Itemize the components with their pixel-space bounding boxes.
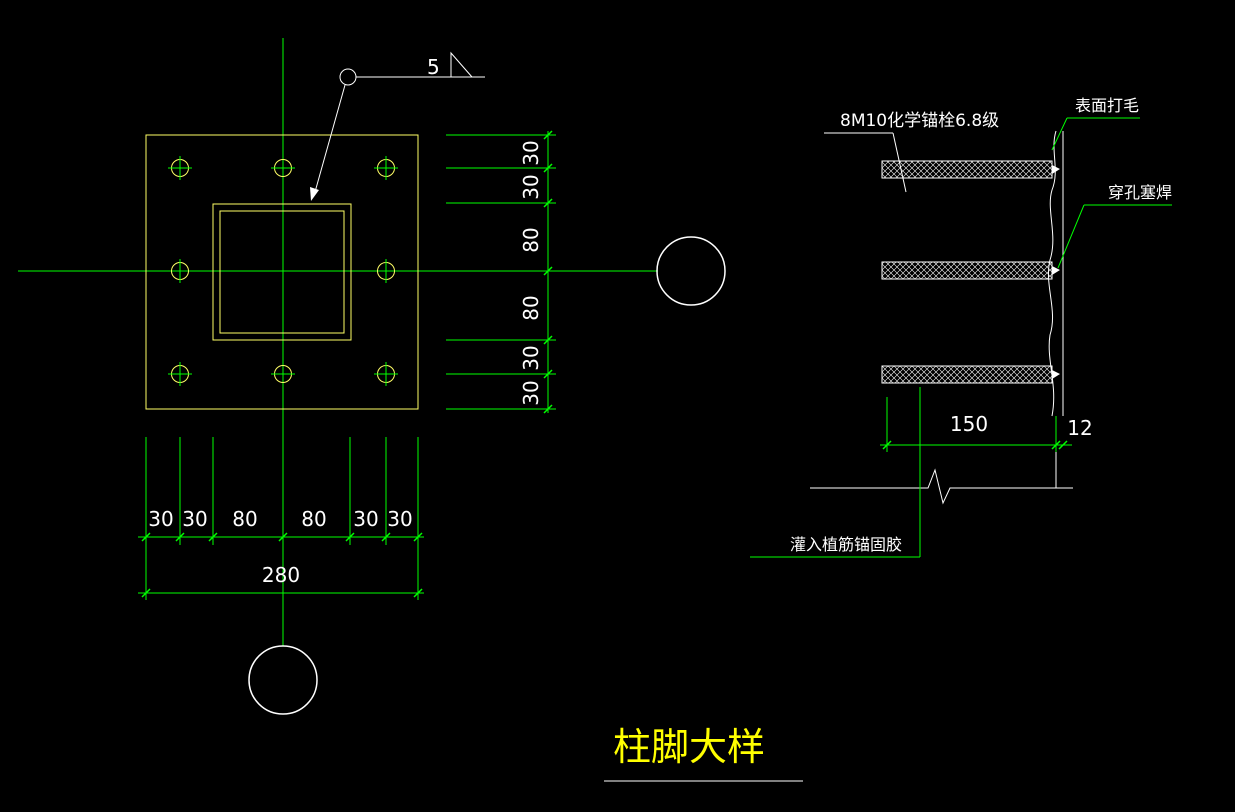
dim-right-4: 80 (519, 295, 543, 320)
right-dimension-chain: 30 30 80 80 30 30 (446, 130, 556, 414)
bolt-hole (168, 156, 192, 180)
bolt-hole (374, 362, 398, 386)
bolt-hole (377, 259, 395, 283)
ground-break-line (810, 468, 1073, 505)
weld-symbol: 5 (310, 51, 485, 201)
dim-right-5: 30 (519, 345, 543, 370)
bolt-hole (271, 365, 295, 383)
dim-right-2: 30 (519, 174, 543, 199)
anchor-glue-label: 灌入植筋锚固胶 (790, 535, 902, 554)
surface-roughened-label: 表面打毛 (1075, 96, 1139, 115)
embed-length-dim: 150 (950, 412, 988, 436)
base-plate (145, 134, 419, 410)
plug-weld-mark (1052, 266, 1060, 275)
dim-bottom-total: 280 (262, 563, 300, 587)
bolt-hole (374, 156, 398, 180)
bolt-hole (171, 259, 189, 283)
axis-bubble-right (656, 236, 726, 306)
dim-right-1: 30 (519, 140, 543, 165)
bottom-dimension-chain: 30 30 80 80 30 30 280 (138, 437, 424, 600)
plan-view: 5 30 30 80 80 30 (18, 38, 726, 715)
weld-size-label: 5 (427, 55, 440, 79)
dim-bottom-6: 30 (387, 507, 412, 531)
leader-arrowhead (310, 187, 319, 201)
dim-bottom-2: 30 (182, 507, 207, 531)
dim-bottom-5: 30 (353, 507, 378, 531)
anchor-bar-2 (881, 261, 1053, 280)
dim-right-3: 80 (519, 227, 543, 252)
anchor-bar-3 (881, 365, 1053, 384)
dim-bottom-4: 80 (301, 507, 326, 531)
dim-right-6: 30 (519, 380, 543, 405)
bolt-hole (271, 159, 295, 177)
plate-thickness-dim: 12 (1067, 416, 1092, 440)
bolt-hole (168, 362, 192, 386)
anchor-bolt-holes (168, 156, 398, 386)
anchor-bar-1 (881, 160, 1053, 179)
plug-weld-mark (1052, 165, 1060, 174)
section-view: 8M10化学锚栓6.8级 表面打毛 穿孔塞焊 150 12 灌入植筋锚固胶 (750, 96, 1172, 558)
fillet-weld-icon (450, 51, 473, 78)
anchor-bolt-label: 8M10化学锚栓6.8级 (840, 111, 999, 131)
axis-bubble-bottom (248, 645, 318, 715)
drawing-title: 柱脚大样 (613, 725, 765, 769)
dim-bottom-3: 80 (232, 507, 257, 531)
column-tube-inner (219, 210, 345, 334)
plug-weld-label: 穿孔塞焊 (1108, 183, 1172, 202)
roughened-surface-line (1048, 130, 1057, 417)
weld-all-around-circle (339, 68, 357, 86)
plug-weld-mark (1052, 370, 1060, 379)
dim-bottom-1: 30 (148, 507, 173, 531)
column-tube-outer (212, 203, 352, 341)
